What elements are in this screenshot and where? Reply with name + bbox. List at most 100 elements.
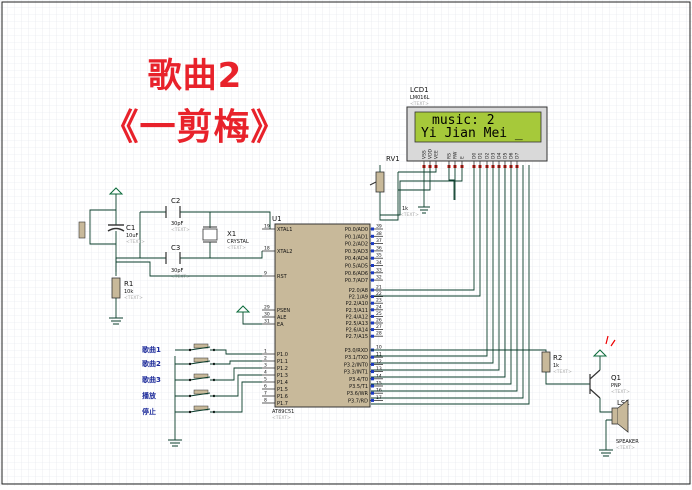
audio-output: R2 1k <TEXT> Q1 PNP <TEXT> LS1 SPEAKER <… <box>371 335 639 457</box>
switch-wire <box>214 360 262 365</box>
switch-wire <box>214 381 262 413</box>
mcu-pin-marker <box>371 398 374 402</box>
mcu-pin-number: 33 <box>376 267 382 273</box>
mcu-pin-name: RST <box>277 274 288 280</box>
switch-label: 歌曲1 <box>142 345 161 354</box>
rv1-potentiometer[interactable]: RV1 1k <TEXT> <box>369 155 430 221</box>
mcu-pin-name: P3.4/T0 <box>349 377 368 383</box>
c3-ref: C3 <box>171 244 180 252</box>
mcu-pin-name: P1.4 <box>277 380 288 386</box>
mcu-right-pins: 39P0.0/AD038P0.1/AD137P0.2/AD236P0.3/AD3… <box>344 224 383 404</box>
lcd-pin-label: VDD <box>428 148 434 159</box>
rv1-value: 1k <box>402 206 408 212</box>
mcu-pin-name: P0.0/AD0 <box>345 227 368 233</box>
lcd-module[interactable]: LCD1 LM016L <TEXT> music: 2 Yi Jian Mei … <box>406 86 548 168</box>
ls1-text-placeholder: <TEXT> <box>616 445 635 451</box>
switch-label: 歌曲2 <box>142 359 161 368</box>
mcu-pin-marker <box>371 314 374 318</box>
mcu-pin-number: 17 <box>376 395 382 401</box>
mcu-pin-number: 9 <box>264 271 267 277</box>
x1-text-placeholder: <TEXT> <box>227 245 246 251</box>
c1-value: 10uF <box>126 233 139 239</box>
mcu-part: AT89C51 <box>272 409 294 415</box>
mcu-pin-number: 16 <box>376 388 382 394</box>
mcu-pin-number: 23 <box>376 298 382 304</box>
mcu-pin-number: 34 <box>376 260 382 266</box>
lcd-pin-label: D3 <box>491 153 497 159</box>
lcd-pin-label: D5 <box>503 153 509 159</box>
switch-node <box>188 362 192 366</box>
mcu-pin-number: 15 <box>376 381 382 387</box>
mcu-pin-marker <box>371 334 374 338</box>
mcu-pin-number: 8 <box>264 398 267 404</box>
switch-node <box>188 394 192 398</box>
mcu-pin-marker <box>371 242 374 246</box>
mcu-pin-name: P1.2 <box>277 366 288 372</box>
x1-value: CRYSTAL <box>227 239 249 245</box>
mcu-pin-marker <box>371 288 374 292</box>
mcu-pin-number: 31 <box>264 319 270 325</box>
lcd-pin-label: D1 <box>478 153 484 159</box>
mcu-pin-name: P3.5/T1 <box>349 384 368 390</box>
q1-text-placeholder: <TEXT> <box>611 389 630 395</box>
mcu-pin-name: P3.7/RD <box>348 398 368 404</box>
lcd-screen <box>414 111 542 143</box>
lcd-wiring <box>371 165 530 405</box>
mcu-pin-name: P0.2/AD2 <box>345 242 368 248</box>
mcu-pin-marker <box>371 328 374 332</box>
mcu-pin-name: P0.4/AD4 <box>345 256 368 262</box>
mcu-pin-marker <box>371 256 374 260</box>
mcu-pin-name: P2.3/A11 <box>346 308 368 314</box>
mcu-pin-name: P1.1 <box>277 359 288 365</box>
lcd-pin-label: VSS <box>422 150 428 159</box>
mcu-pin-number: 2 <box>264 356 267 362</box>
mcu-pin-marker <box>371 278 374 282</box>
mcu-pin-name: P2.4/A12 <box>346 314 368 320</box>
mcu-pin-name: P3.1/TXD <box>345 355 368 361</box>
mcu-pin-number: 38 <box>376 231 382 237</box>
lcd-line-1: music: 2 <box>432 113 495 128</box>
r1-value: 10k <box>124 289 133 295</box>
mcu-pin-number: 11 <box>376 352 382 358</box>
mcu-pin-name: P3.6/WR <box>347 391 369 397</box>
ls1-ref: LS1 <box>617 399 630 407</box>
switch-wire <box>214 349 262 355</box>
mcu-pin-name: P1.3 <box>277 373 288 379</box>
mcu-pin-name: P0.7/AD7 <box>345 278 368 284</box>
mcu-pin-name: P1.5 <box>277 387 288 393</box>
lcd-pin-label: D4 <box>497 153 503 159</box>
q1-ref: Q1 <box>611 374 621 382</box>
mcu-body <box>274 223 371 408</box>
mcu-pin-number: 3 <box>264 363 267 369</box>
mcu-pin-number: 7 <box>264 391 267 397</box>
mcu-pin-name: EA <box>277 322 284 328</box>
rv1-ref: RV1 <box>386 155 400 163</box>
r2-text-placeholder: <TEXT> <box>553 369 572 375</box>
c1-ref: C1 <box>126 224 135 232</box>
switch-label: 歌曲3 <box>142 375 161 384</box>
mcu-pin-number: 30 <box>264 312 270 318</box>
lcd-part: LM016L <box>410 95 430 101</box>
q1-value: PNP <box>611 383 621 389</box>
lcd-pin-label: RS <box>447 153 453 159</box>
mcu-pin-marker <box>371 321 374 325</box>
lcd-pin-label: RW <box>453 151 459 159</box>
mcu-pin-name: P0.1/AD1 <box>345 234 368 240</box>
mcu-pin-name: P1.7 <box>277 401 288 407</box>
mcu-pin-name: P2.2/A10 <box>346 301 368 307</box>
mcu-pin-name: P2.1/A9 <box>349 295 368 301</box>
lcd-ref: LCD1 <box>410 86 429 94</box>
mcu-pin-marker <box>371 301 374 305</box>
mcu-pin-number: 6 <box>264 384 267 390</box>
mcu-pin-marker <box>371 227 374 231</box>
c2-text-placeholder: <TEXT> <box>171 227 190 233</box>
mcu-pin-marker <box>371 391 374 395</box>
ea-connection <box>235 305 262 325</box>
reset-button[interactable] <box>78 221 86 239</box>
mcu-pin-name: P1.0 <box>277 352 288 358</box>
mcu-pin-marker <box>371 234 374 238</box>
title-line-2: 《一剪梅》 <box>102 107 288 148</box>
mcu-pin-number: 12 <box>376 359 382 365</box>
